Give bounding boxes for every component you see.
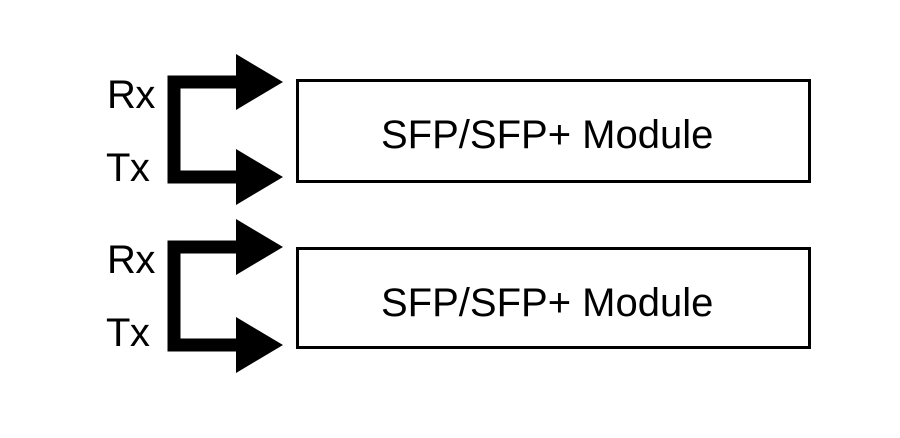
tx-arrow-1 <box>236 149 283 205</box>
tx-label-1: Tx <box>106 146 150 190</box>
loopback-bracket-2 <box>167 240 240 352</box>
sfp-module-box-1: SFP/SFP+ Module <box>296 79 811 183</box>
tx-label-2: Tx <box>106 311 150 355</box>
loopback-connector-2 <box>167 219 283 373</box>
rx-label-1: Rx <box>107 73 155 117</box>
loopback-bracket-1 <box>167 75 240 184</box>
sfp-module-box-2: SFP/SFP+ Module <box>296 247 811 349</box>
loopback-connector-1 <box>167 54 283 205</box>
sfp-module-label-1: SFP/SFP+ Module <box>381 113 714 157</box>
rx-label-2: Rx <box>107 238 155 282</box>
tx-arrow-2 <box>236 317 283 373</box>
rx-arrow-2 <box>236 219 283 275</box>
rx-arrow-1 <box>236 54 283 110</box>
sfp-module-label-2: SFP/SFP+ Module <box>381 281 714 325</box>
